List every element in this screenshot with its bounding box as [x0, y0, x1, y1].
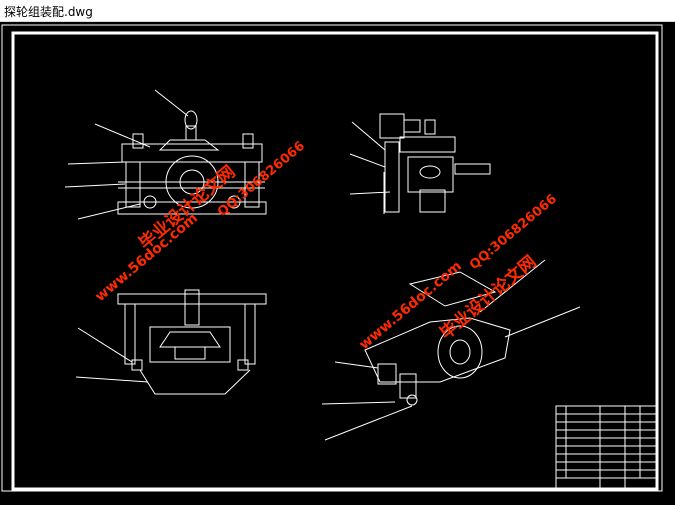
top-view: [75, 289, 267, 395]
side-view: [349, 113, 491, 214]
drawing-canvas[interactable]: 毕业设计论文网 www.56doc.com QQ:306826066 毕业设计论…: [0, 22, 675, 505]
front-view: [64, 89, 267, 220]
drawing-frame-outer: [1, 24, 663, 492]
drawing-frame-inner: [11, 31, 659, 491]
isometric-view: [321, 259, 581, 441]
watermark-text: QQ:306826066: [467, 192, 560, 273]
cad-drawing: 毕业设计论文网 www.56doc.com QQ:306826066 毕业设计论…: [1, 24, 663, 492]
window-titlebar: 探轮组装配.dwg: [0, 0, 675, 22]
window-title: 探轮组装配.dwg: [4, 5, 93, 19]
title-block: [555, 405, 659, 489]
